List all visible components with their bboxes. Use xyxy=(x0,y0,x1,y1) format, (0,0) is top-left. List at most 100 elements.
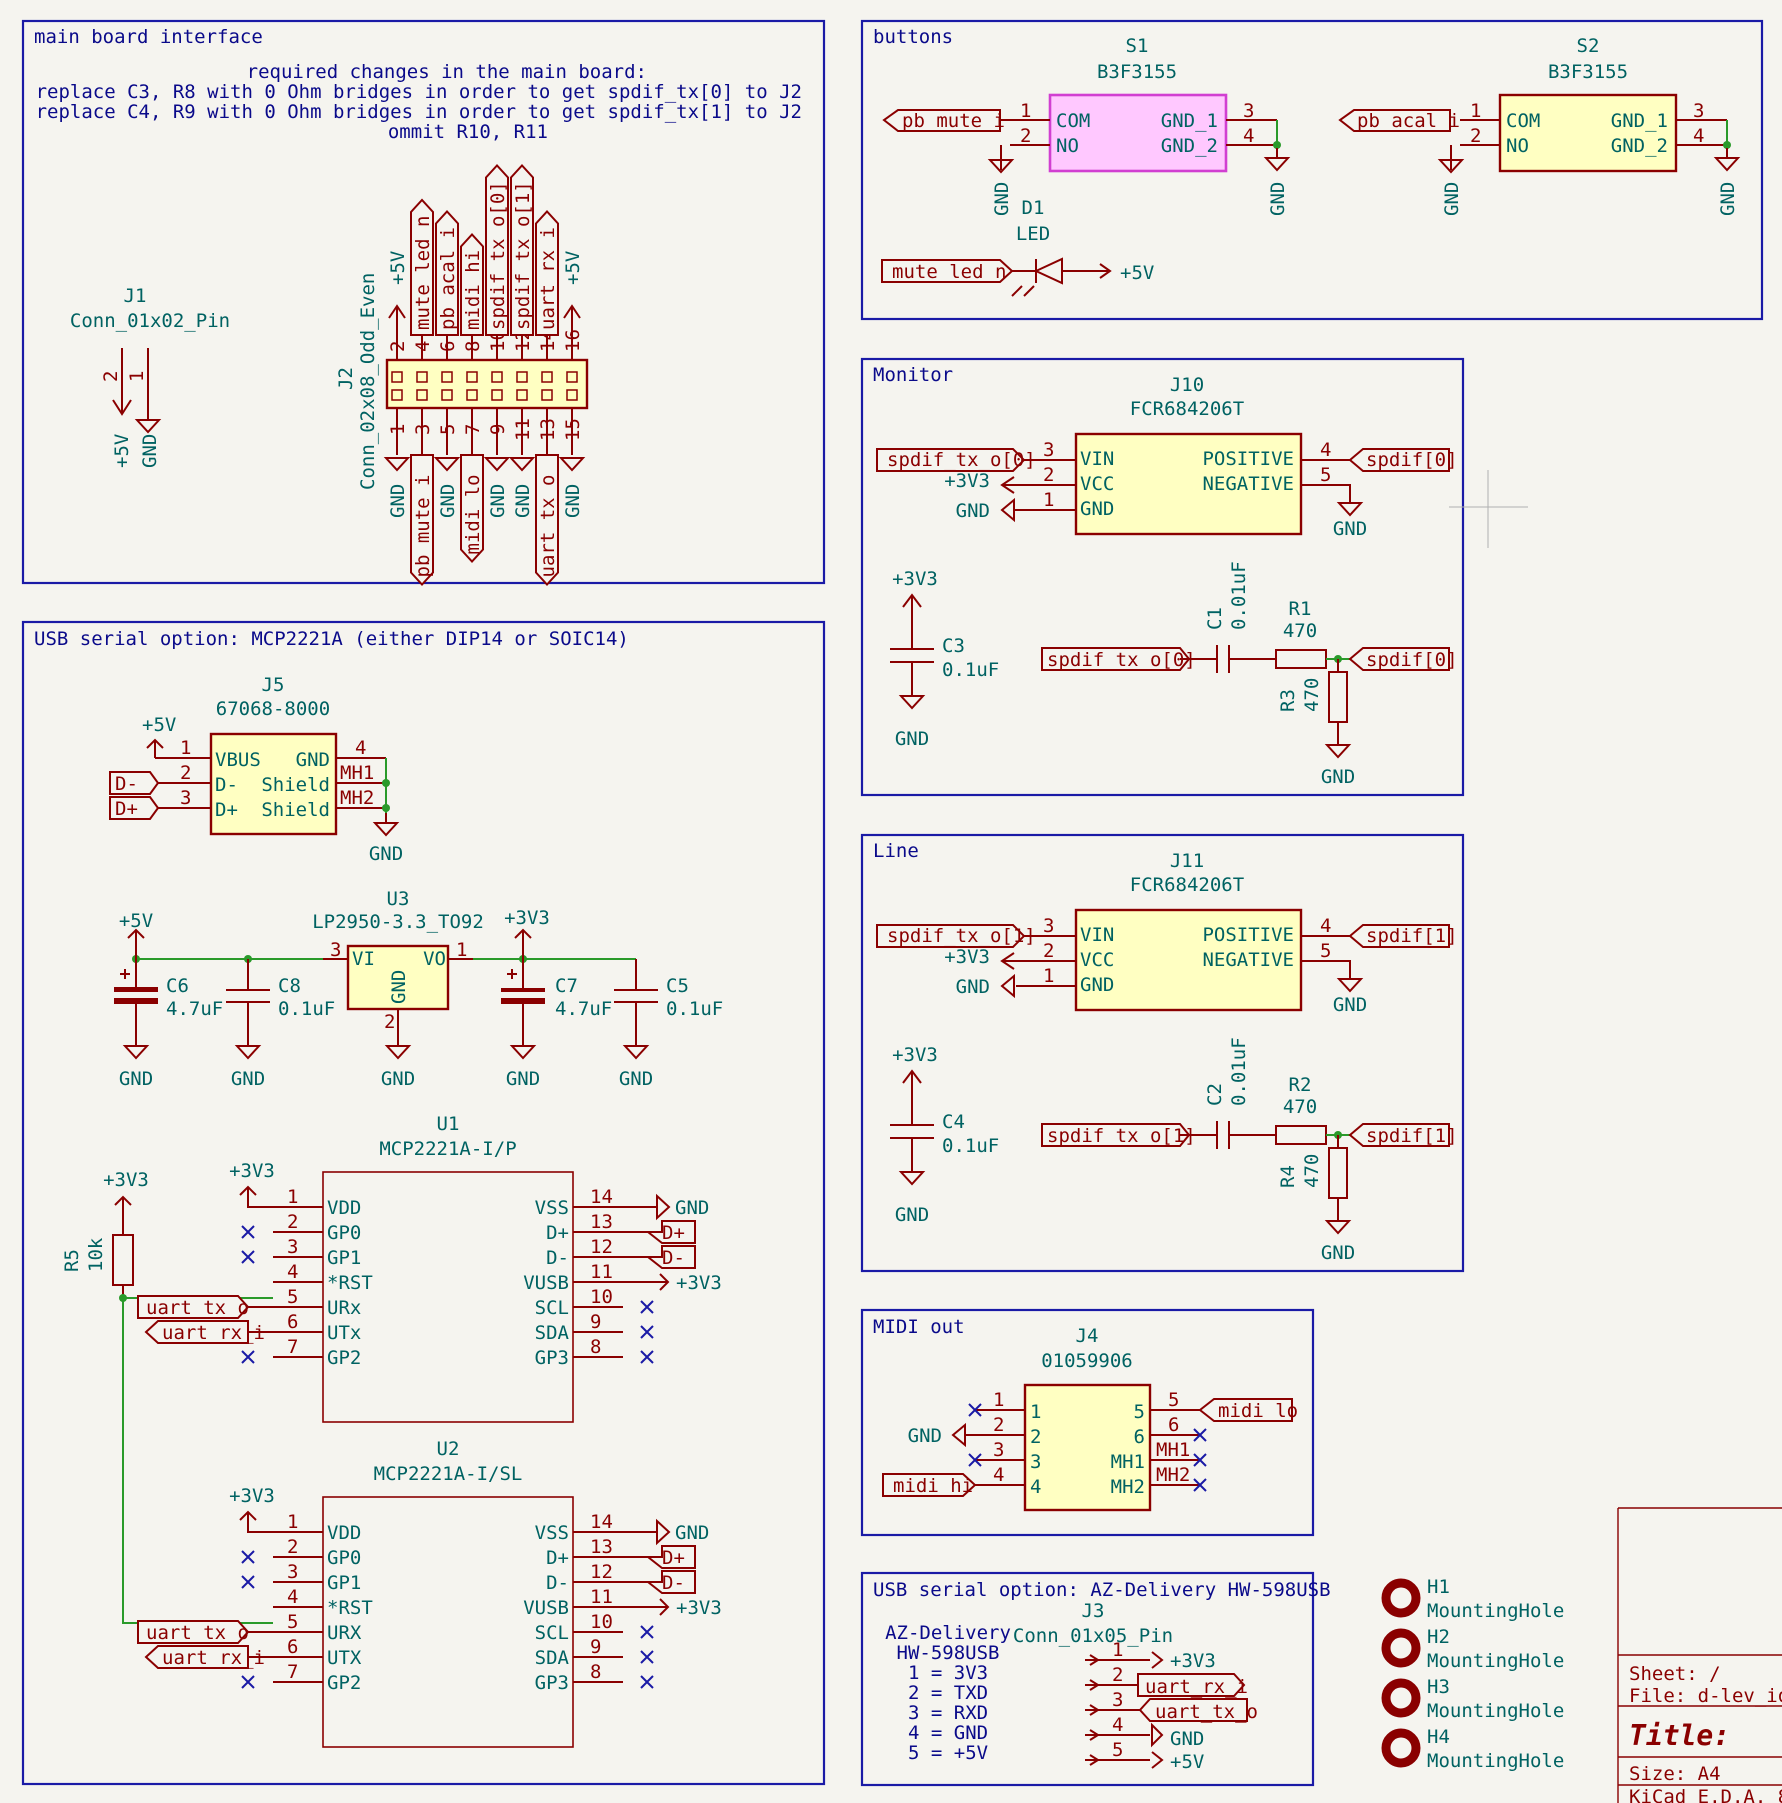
svg-text:1: 1 xyxy=(993,1389,1004,1411)
u2-pin-number: 4 xyxy=(287,1586,298,1608)
svg-text:S1: S1 xyxy=(1126,35,1149,57)
u2-pin-name: D- xyxy=(546,1572,569,1594)
svg-text:Conn_02x08_Odd_Even: Conn_02x08_Odd_Even xyxy=(357,273,379,490)
svg-text:Title:: Title: xyxy=(1629,1719,1730,1752)
power-label: GND xyxy=(562,484,584,518)
svg-text:C5: C5 xyxy=(666,975,689,997)
svg-text:D-: D- xyxy=(215,774,238,796)
u1-pin-name: VDD xyxy=(327,1197,361,1219)
svg-text:10k: 10k xyxy=(85,1237,107,1272)
svg-text:R3: R3 xyxy=(1277,689,1299,712)
svg-text:MountingHole: MountingHole xyxy=(1427,1600,1564,1622)
j2-body xyxy=(385,358,589,410)
power-label: +5V xyxy=(562,251,584,285)
j2-pin-number: 13 xyxy=(537,418,559,441)
u1-pin-number: 4 xyxy=(287,1261,298,1283)
net-label: mute_led_n xyxy=(412,216,434,330)
svg-text:3: 3 xyxy=(1030,1451,1041,1473)
svg-text:4 = GND: 4 = GND xyxy=(908,1722,988,1744)
u1-pin-name: SDA xyxy=(535,1322,570,1344)
svg-text:2 = TXD: 2 = TXD xyxy=(908,1682,988,1704)
svg-text:replace C4, R9 with 0 Ohm brid: replace C4, R9 with 0 Ohm bridges in ord… xyxy=(36,101,802,123)
svg-text:MountingHole: MountingHole xyxy=(1427,1750,1564,1772)
no-connect-icon xyxy=(241,1350,255,1364)
svg-text:midi_hi: midi_hi xyxy=(893,1475,973,1497)
u2-pin-number: 11 xyxy=(590,1586,613,1608)
svg-text:COM: COM xyxy=(1056,110,1090,132)
net-label: spdif_tx_o[1] xyxy=(512,181,534,330)
svg-text:midi_lo: midi_lo xyxy=(1218,1400,1298,1422)
svg-text:J3: J3 xyxy=(1082,1600,1105,1622)
svg-text:J10: J10 xyxy=(1170,374,1204,396)
mounting-hole-h3: H3 MountingHole xyxy=(1381,1676,1564,1722)
svg-text:470: 470 xyxy=(1283,620,1317,642)
u1-pin-number: 7 xyxy=(287,1336,298,1358)
svg-text:NEGATIVE: NEGATIVE xyxy=(1202,949,1294,971)
svg-text:Sheet: /: Sheet: / xyxy=(1629,1663,1721,1685)
svg-text:U2: U2 xyxy=(437,1438,460,1460)
svg-text:2: 2 xyxy=(1043,940,1054,962)
net-flag xyxy=(510,164,534,336)
svg-text:D-: D- xyxy=(115,773,138,795)
u1-pin-number: 14 xyxy=(590,1186,613,1208)
svg-text:B3F3155: B3F3155 xyxy=(1548,61,1628,83)
svg-text:4: 4 xyxy=(355,737,366,759)
svg-text:MH1: MH1 xyxy=(1111,1451,1145,1473)
u2-pin-name: GP2 xyxy=(327,1672,361,1694)
svg-text:J5: J5 xyxy=(262,674,285,696)
svg-text:+5V: +5V xyxy=(111,434,133,468)
connector-j4: J4 01059906 1 2 3 4 5 6 MH1 MH2 1 2 3 4 … xyxy=(882,1325,1298,1512)
net-label: uart_tx_o xyxy=(146,1297,249,1319)
j2-pad xyxy=(441,371,453,383)
svg-text:D+: D+ xyxy=(115,798,138,820)
net-flag xyxy=(137,1620,250,1644)
frame-title-usb1: USB serial option: MCP2221A (either DIP1… xyxy=(34,628,629,650)
connector-j11: J11 FCR684206T VIN VCC GND POSITIVE NEGA… xyxy=(876,850,1458,1016)
u1-pin-number: 2 xyxy=(287,1211,298,1233)
svg-text:GND: GND xyxy=(381,1068,415,1090)
svg-text:2: 2 xyxy=(1030,1426,1041,1448)
connector-j3: AZ-Delivery HW-598USB 1 = 3V3 2 = TXD 3 … xyxy=(885,1600,1258,1773)
j2-pad xyxy=(566,371,578,383)
svg-text:spdif_tx_o[1]: spdif_tx_o[1] xyxy=(887,925,1036,947)
j2-pins: 21+5VGND43mute_led_npb_mute_i65pb_acal_i… xyxy=(383,164,586,586)
net-flag xyxy=(535,210,559,336)
power-label: GND xyxy=(675,1197,709,1219)
net-flag xyxy=(460,233,484,336)
svg-text:3: 3 xyxy=(1243,100,1254,122)
u2-pin-name: GP3 xyxy=(535,1672,569,1694)
svg-text:spdif_tx_o[0]: spdif_tx_o[0] xyxy=(1047,649,1196,671)
net-label: uart_tx_o xyxy=(146,1622,249,1644)
svg-text:GND: GND xyxy=(619,1068,653,1090)
no-connect-icon xyxy=(640,1300,654,1314)
u2-pin-name: GP1 xyxy=(327,1572,361,1594)
u2-pin-number: 6 xyxy=(287,1636,298,1658)
power-label: +3V3 xyxy=(676,1597,722,1619)
j2-pin-number: 9 xyxy=(487,424,509,435)
power-label: +3V3 xyxy=(229,1160,275,1182)
board-change-notes: required changes in the main board: repl… xyxy=(36,61,802,143)
svg-text:MCP2221A-I/P: MCP2221A-I/P xyxy=(379,1138,516,1160)
net-flag xyxy=(535,454,559,586)
svg-text:GND: GND xyxy=(1267,182,1289,216)
svg-text:4: 4 xyxy=(1693,125,1704,147)
svg-text:C7: C7 xyxy=(555,975,578,997)
u2-pin-number: 8 xyxy=(590,1661,601,1683)
svg-text:3: 3 xyxy=(1112,1689,1123,1711)
svg-text:POSITIVE: POSITIVE xyxy=(1202,924,1294,946)
u1-pin-name: VUSB xyxy=(523,1272,569,1294)
u1-pin-number: 6 xyxy=(287,1311,298,1333)
svg-text:5: 5 xyxy=(1320,940,1331,962)
svg-text:pb_mute_i: pb_mute_i xyxy=(902,110,1005,132)
net-label: uart_rx_i xyxy=(537,227,559,330)
svg-text:ommit R10, R11: ommit R10, R11 xyxy=(388,121,548,143)
u1-pin-name: VSS xyxy=(535,1197,569,1219)
j2-pad xyxy=(516,371,528,383)
svg-text:C1: C1 xyxy=(1204,607,1226,630)
svg-text:J11: J11 xyxy=(1170,850,1204,872)
switch-s1: S1 B3F3155 COM NO GND_1 GND_2 1 2 3 4 pb… xyxy=(882,35,1289,216)
svg-text:2: 2 xyxy=(1043,464,1054,486)
u2-pin-number: 1 xyxy=(287,1511,298,1533)
power-arrow xyxy=(388,304,406,335)
